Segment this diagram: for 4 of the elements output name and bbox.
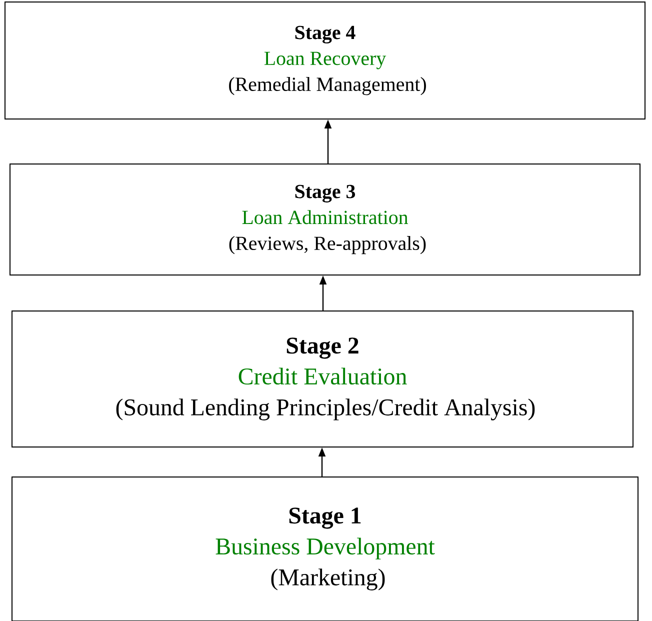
stage-box: Stage 3 Loan Administration (Reviews, Re-approvals) [10, 163, 640, 276]
stage-box: Stage 2 Credit Evaluation (Sound Lending Principles/Credit Analysis) [12, 310, 634, 448]
stage-box: Stage 4 Loan Recovery (Remedial Management) [4, 2, 646, 120]
stage-box: Stage 1 Business Development (Marketing) [12, 476, 638, 621]
